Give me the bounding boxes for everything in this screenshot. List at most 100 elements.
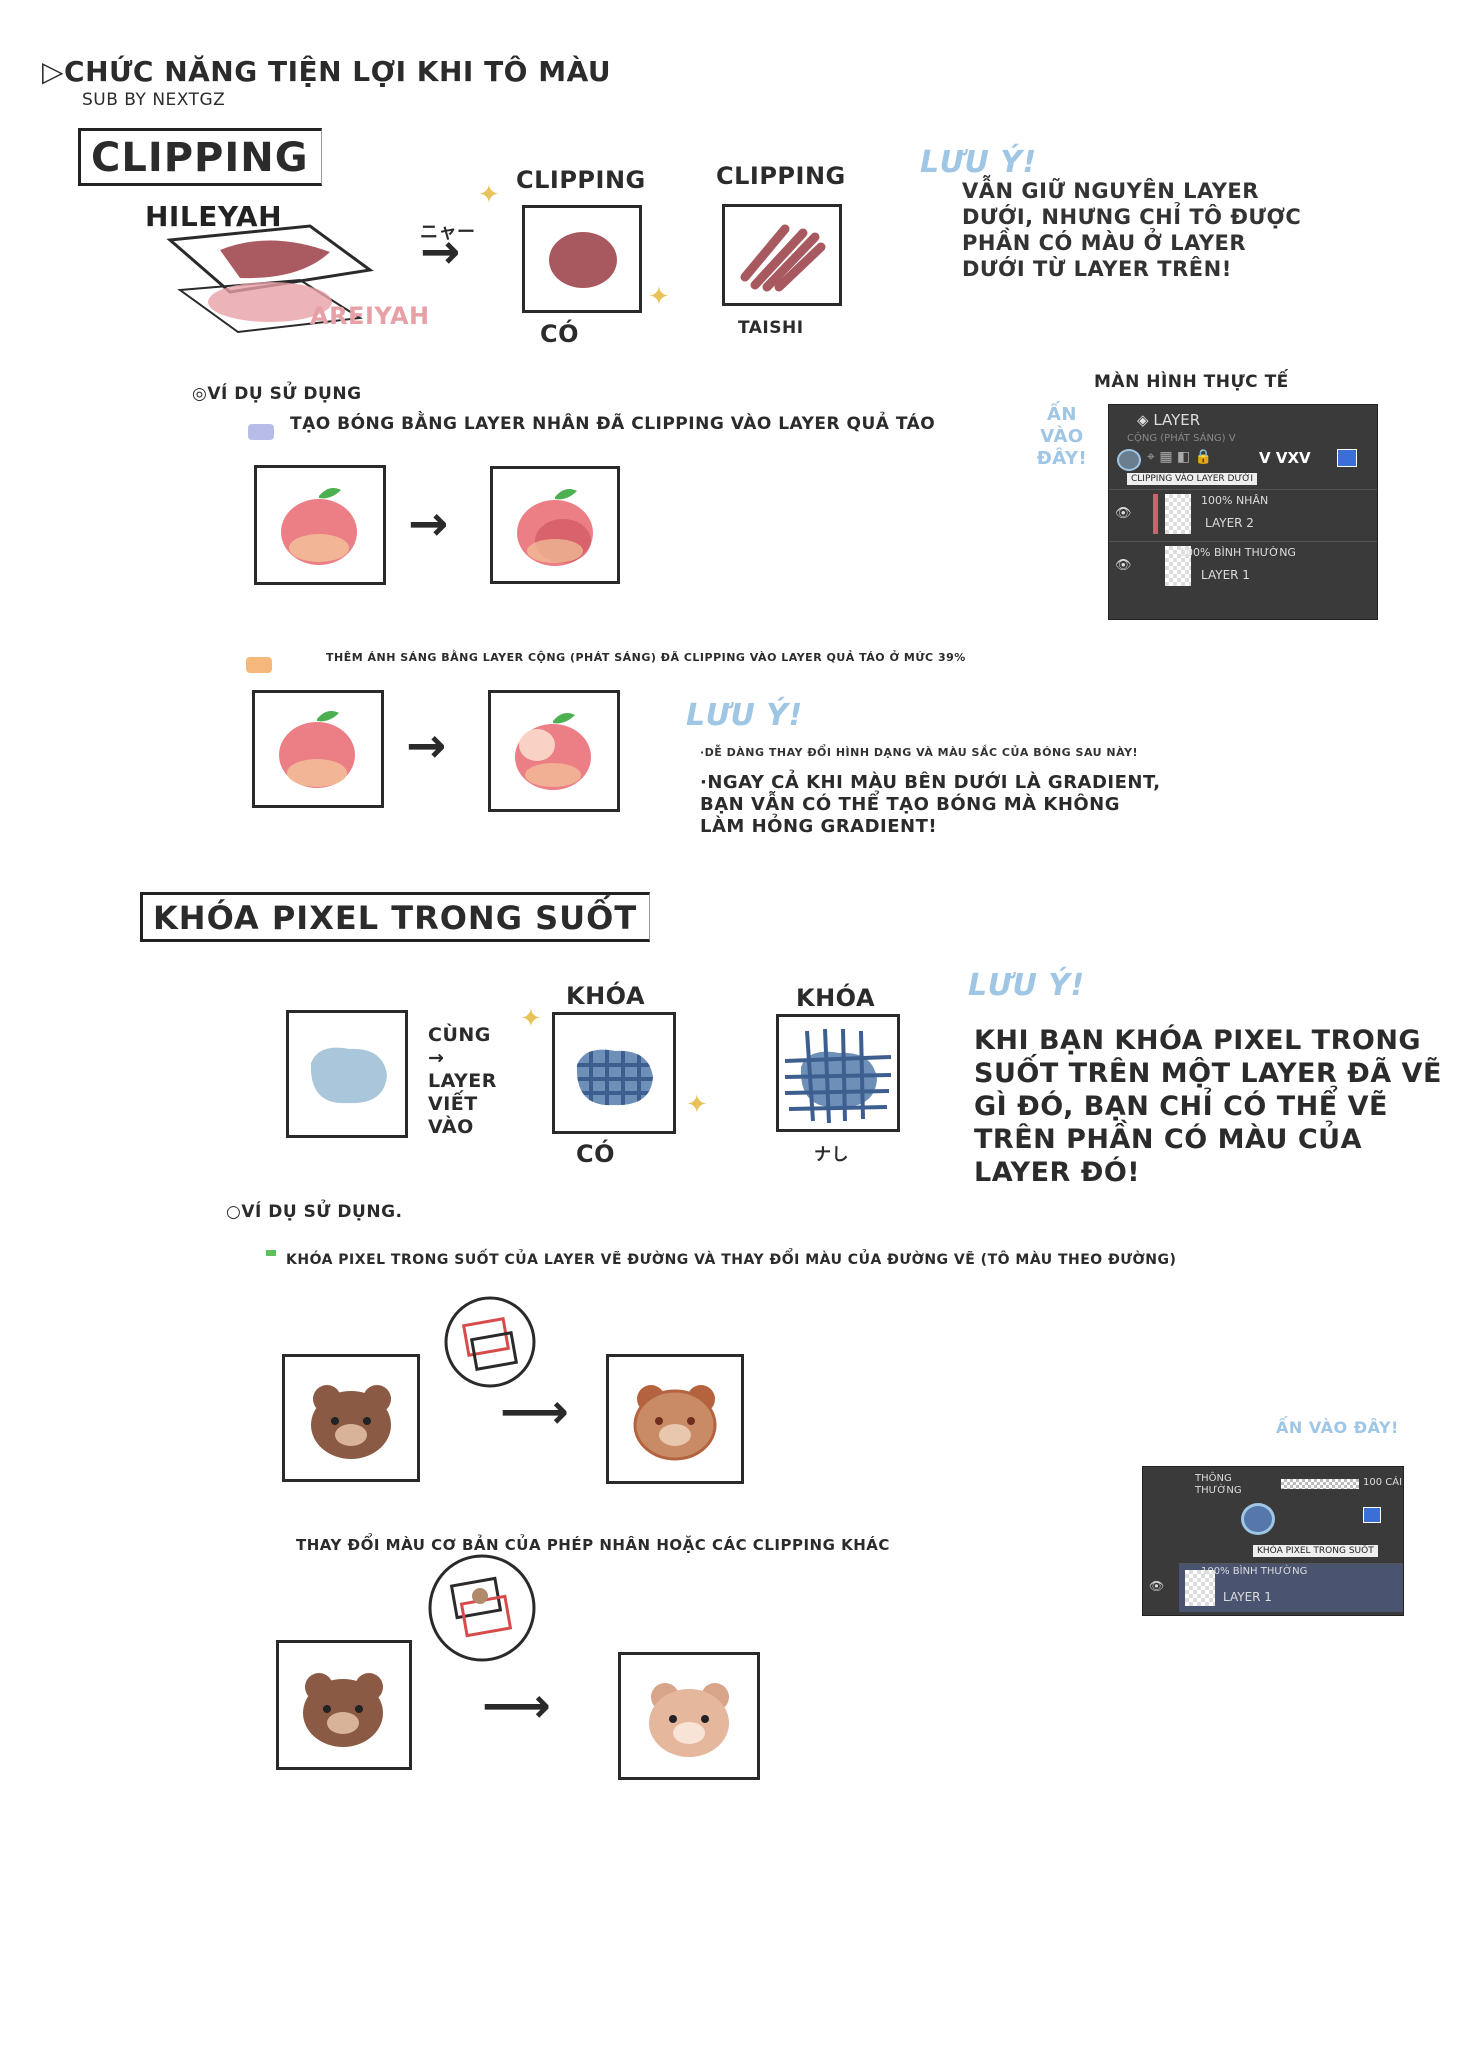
lock-example2-caption: ナし (814, 1145, 849, 1165)
layer-mode: 100% BÌNH THƯỜNG (1201, 1566, 1308, 1577)
layer-panel: ◈ LAYER CỘNG (PHÁT SÁNG) V ⌖ ▦ ◧ 🔒 V VXV… (1108, 404, 1378, 620)
clipping-arrow-icon: → (420, 224, 461, 280)
lock-usage-title: ○VÍ DỤ SỬ DỤNG. (226, 1202, 403, 1222)
lock-source-frame (286, 1010, 408, 1138)
layer-name: LAYER 2 (1205, 516, 1254, 530)
clipping-heading: CLIPPING (78, 128, 322, 186)
apple-before-image (281, 488, 357, 565)
clipping-example2-frame (722, 204, 842, 306)
lock-example2-shape (784, 1028, 892, 1124)
bear2-before-image (303, 1673, 383, 1747)
clipping-diagram-top-label: HILEYAH (145, 200, 283, 233)
apple-before-frame (254, 465, 386, 585)
lock-note-text: KHI BẠN KHÓA PIXEL TRONG SUỐT TRÊN MỘT L… (974, 1025, 1442, 1188)
lock-example1-frame (552, 1012, 676, 1134)
clipping-example2-shape (740, 224, 826, 292)
clipping-note2-small: ·DỄ DÀNG THAY ĐỔI HÌNH DẠNG VÀ MÀU SẮC C… (700, 746, 1139, 759)
layer-thumbnail (1165, 546, 1191, 586)
apple2-before-frame (252, 690, 384, 808)
lock-example2-frame (776, 1014, 900, 1132)
bear-arrow-icon: ⟶ (500, 1384, 569, 1440)
bear2-after-image (649, 1683, 729, 1757)
clipping-example2-label: CLIPPING (716, 162, 846, 190)
bear-before-frame (282, 1354, 420, 1482)
lock-layer-row[interactable]: 100% BÌNH THƯỜNG LAYER 1 (1179, 1563, 1403, 1612)
lock-transparent-button[interactable] (1241, 1503, 1275, 1535)
screen-title: MÀN HÌNH THỰC TẾ (1094, 372, 1289, 392)
lock-layer-panel: THÔNG THƯỜNG 100 CÁI KHÓA PIXEL TRONG SU… (1142, 1466, 1404, 1616)
lock-hint: ẤN VÀO ĐÂY! (1276, 1418, 1399, 1437)
lock-source-blob (310, 1047, 387, 1104)
lock-usage1-text: KHÓA PIXEL TRONG SUỐT CỦA LAYER VẼ ĐƯỜNG… (286, 1252, 1177, 1268)
clipping-tooltip: CLIPPING VÀO LAYER DƯỚI (1127, 473, 1258, 485)
layer-name: LAYER 1 (1223, 1590, 1272, 1604)
brush-swatch-icon (246, 657, 272, 673)
layers-icon: ◈ (1137, 411, 1154, 429)
multiply-bubble-icon (428, 1554, 536, 1662)
bear-after-frame (606, 1354, 744, 1484)
apple2-before-image (279, 711, 355, 788)
brush-swatch-icon (266, 1250, 276, 1256)
screen-hint: ẤN VÀO ĐÂY! (1036, 404, 1088, 469)
lock-side-text: CÙNG → LAYER VIẾT VÀO (428, 1024, 497, 1138)
color-swatch-icon[interactable] (1363, 1507, 1381, 1523)
apple2-after-frame (488, 690, 620, 812)
blend-mode-select[interactable]: CỘNG (PHÁT SÁNG) V (1127, 433, 1236, 444)
clipping-example2-caption: TAISHI (738, 318, 804, 338)
clipping-usage1-text: TẠO BÓNG BẰNG LAYER NHÂN ĐÃ CLIPPING VÀO… (290, 414, 936, 434)
layer-toolbar-icons: ⌖ ▦ ◧ 🔒 (1147, 449, 1213, 465)
layer-thumbnail (1185, 1570, 1215, 1606)
page-title: ▷CHỨC NĂNG TIỆN LỢI KHI TÔ MÀU (42, 55, 612, 88)
apple-arrow-icon: → (408, 496, 449, 552)
lock-usage2-text: THAY ĐỔI MÀU CƠ BẢN CỦA PHÉP NHÂN HOẶC C… (296, 1536, 890, 1554)
sparkle-icon: ✦ (648, 282, 670, 312)
clipping-diagram-bottom-label: AREIYAH (310, 302, 430, 330)
layer-tab-label: LAYER (1153, 411, 1201, 429)
clip-indicator (1153, 494, 1158, 534)
layer-row-2[interactable]: 👁 100% NHÂN LAYER 2 (1109, 489, 1377, 540)
lock-heading: KHÓA PIXEL TRONG SUỐT (140, 892, 651, 942)
bear2-before-frame (276, 1640, 412, 1770)
layer-mode: 100% BÌNH THƯỜNG (1179, 546, 1296, 559)
layer-name: LAYER 1 (1201, 568, 1250, 582)
clipping-example1-label: CLIPPING (516, 166, 646, 194)
bear2-arrow-icon: ⟶ (482, 1678, 551, 1734)
color-swatch-icon[interactable] (1337, 449, 1357, 467)
lock-example1-shape (576, 1049, 653, 1106)
page-subtitle: SUB BY NEXTGZ (82, 90, 226, 110)
opacity-slider[interactable] (1281, 1479, 1359, 1489)
apple2-arrow-icon: → (406, 718, 447, 774)
bear2-after-frame (618, 1652, 760, 1780)
lock-example1-label: KHÓA (566, 982, 646, 1010)
lock-example1-caption: CÓ (576, 1140, 616, 1168)
clipping-usage2-text: THÊM ÁNH SÁNG BẰNG LAYER CỘNG (PHÁT SÁNG… (326, 651, 966, 664)
lock-tooltip: KHÓA PIXEL TRONG SUỐT (1253, 1545, 1378, 1557)
layer-row-1[interactable]: 👁 100% BÌNH THƯỜNG LAYER 1 (1109, 541, 1377, 592)
bear-before-image (311, 1385, 391, 1459)
apple-after-frame (490, 466, 620, 584)
clipping-example1-frame (522, 205, 642, 313)
clipping-example1-shape (549, 232, 617, 288)
sparkle-icon: ✦ (478, 180, 500, 210)
clipping-note2-title: LƯU Ý! (686, 698, 803, 733)
blend-mode-select[interactable]: THÔNG THƯỜNG (1195, 1473, 1242, 1496)
layer-tab[interactable]: ◈ LAYER (1137, 411, 1377, 429)
sparkle-icon: ✦ (686, 1090, 708, 1120)
sparkle-icon: ✦ (520, 1004, 542, 1034)
apple-after-image (517, 489, 593, 566)
clipping-example1-caption: CÓ (540, 320, 580, 348)
layer-mark: V VXV (1259, 449, 1311, 467)
apple2-after-image (515, 713, 591, 790)
layer-thumbnail (1165, 494, 1191, 534)
eye-icon[interactable]: 👁 (1115, 558, 1132, 573)
eye-icon[interactable]: 👁 (1115, 506, 1132, 521)
lock-note-title: LƯU Ý! (968, 968, 1085, 1003)
eye-icon[interactable]: 👁 (1149, 1579, 1165, 1593)
clipping-note-title: LƯU Ý! (920, 145, 1037, 180)
lock-example2-label: KHÓA (796, 984, 876, 1012)
clipping-layer-diagram (166, 224, 374, 334)
clipping-button[interactable] (1117, 449, 1141, 471)
clipping-note-text: VẪN GIỮ NGUYÊN LAYER DƯỚI, NHƯNG CHỈ TÔ … (962, 179, 1302, 281)
brush-swatch-icon (248, 424, 274, 440)
lock-bubble-icon (444, 1296, 536, 1388)
